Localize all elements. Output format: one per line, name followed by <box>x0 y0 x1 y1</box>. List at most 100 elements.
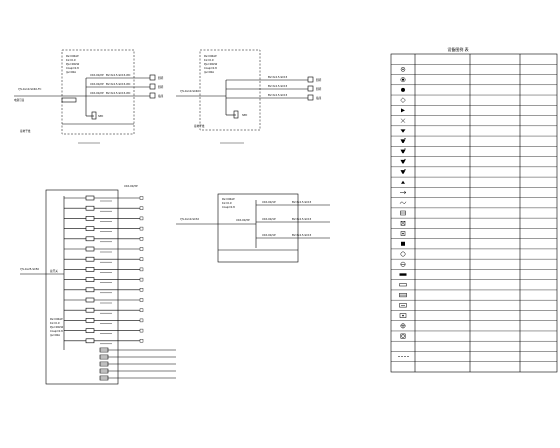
arrow-icon <box>400 190 407 195</box>
svg-text:XXX-00/1P: XXX-00/1P <box>262 233 276 237</box>
legend-row <box>391 94 557 103</box>
sq-cross-icon <box>400 221 406 226</box>
svg-text:SPD: SPD <box>242 113 247 117</box>
lamp-v3-icon <box>400 158 406 164</box>
circuit-row <box>64 226 144 232</box>
legend-row <box>391 84 557 92</box>
legend-row <box>391 279 557 287</box>
legend-row <box>391 310 557 318</box>
circuit-row <box>64 195 144 202</box>
circle-filled-icon <box>401 87 405 92</box>
svg-text:XXX-00/1P: XXX-00/1P <box>262 217 276 221</box>
legend-row <box>391 289 557 298</box>
svg-text:XXX-00/2P: XXX-00/2P <box>90 73 104 77</box>
svg-text:XXX-00/3P: XXX-00/3P <box>236 218 250 222</box>
svg-text:BV-3x2.5-SC15: BV-3x2.5-SC15 <box>292 233 312 237</box>
diamond-icon <box>400 97 406 103</box>
svg-text:BV-3x2.5-SC15: BV-3x2.5-SC15 <box>268 75 288 79</box>
tri-label-icon <box>401 180 405 184</box>
svg-text:Ijs=00A: Ijs=00A <box>50 333 61 337</box>
circuit-row <box>64 338 144 344</box>
svg-text:Kx=0.9: Kx=0.9 <box>50 321 60 325</box>
svg-text:XXX-00/2P: XXX-00/2P <box>90 82 104 86</box>
sq-x-icon <box>401 241 405 246</box>
circuit-row <box>64 318 144 324</box>
svg-text:照明: 照明 <box>158 85 164 89</box>
svg-text:BV-3x2.5-SC15: BV-3x2.5-SC15 <box>268 93 288 97</box>
legend-row <box>391 228 557 236</box>
circle-dot-icon <box>400 67 406 72</box>
svg-text:Pe=00kW: Pe=00kW <box>50 317 63 321</box>
hex-dot-icon <box>400 77 406 83</box>
kwh-icon <box>400 210 406 216</box>
circuit-row <box>64 205 144 212</box>
distribution-box-3: YJV-4x25-SC50 总开关 XXX-00/3P Pe=00kW Kx=0… <box>20 184 176 385</box>
lamp-v-icon <box>400 138 406 143</box>
circle-half-icon <box>400 261 406 267</box>
svg-text:照明: 照明 <box>158 76 164 80</box>
bar-outline-icon <box>399 283 407 287</box>
svg-text:Pe=00kW: Pe=00kW <box>66 54 79 58</box>
svg-text:Kx=0.9: Kx=0.9 <box>222 201 232 205</box>
circle-square-icon <box>400 333 406 339</box>
distribution-box-1: Pe=00kW Kx=0.9 Pjs=00kW Cosφ=0.8 Ijs=00A… <box>14 49 164 144</box>
circuit-row <box>64 307 144 314</box>
distribution-box-2: Pe=00kW Kx=0.9 Pjs=00kW Cosφ=0.8 Ijs=00A… <box>176 49 322 144</box>
legend-row <box>391 146 557 154</box>
legend-row <box>391 135 557 143</box>
circuit-row <box>99 347 176 353</box>
svg-text:YJV-4x10-SC40-FC: YJV-4x10-SC40-FC <box>18 87 42 91</box>
legend-title: 设备图例 表 <box>447 46 468 52</box>
svg-text:YJV-4x25-SC50: YJV-4x25-SC50 <box>20 267 39 271</box>
legend-row <box>391 187 557 195</box>
svg-text:BV-3x2.5-SC15: BV-3x2.5-SC15 <box>292 217 312 221</box>
legend-row <box>391 64 557 72</box>
legend-row <box>391 105 557 113</box>
svg-text:Pe=00kW: Pe=00kW <box>204 54 217 58</box>
svg-text:BV-3x2.5-SC15-WC: BV-3x2.5-SC15-WC <box>106 73 131 77</box>
triangle-icon <box>401 108 405 113</box>
legend-row <box>391 320 557 329</box>
svg-text:Pjs=00kW: Pjs=00kW <box>204 62 218 66</box>
bell-icon <box>400 129 406 133</box>
svg-text:Pe=00kW: Pe=00kW <box>222 197 235 201</box>
legend-row <box>391 217 557 226</box>
svg-text:Cosφ=0.8: Cosφ=0.8 <box>204 66 217 70</box>
legend-row <box>391 351 557 357</box>
legend-row <box>391 269 557 276</box>
legend-table: 设备图例 表 <box>390 46 558 373</box>
cross-x-icon <box>400 118 406 123</box>
svg-text:接地干线: 接地干线 <box>194 124 205 128</box>
svg-text:XXX-00/3P: XXX-00/3P <box>124 184 138 188</box>
circuit-row <box>64 216 144 222</box>
svg-text:电源引自: 电源引自 <box>14 98 25 102</box>
svg-text:Kx=0.9: Kx=0.9 <box>204 58 214 62</box>
svg-text:Ijs=00A: Ijs=00A <box>66 70 77 74</box>
circuit-row <box>64 287 144 293</box>
legend-row <box>391 248 557 257</box>
circuit-row <box>64 267 144 273</box>
circuit-row <box>99 368 176 374</box>
legend-row <box>391 115 557 123</box>
legend-row <box>391 330 557 339</box>
svg-text:Ijs=00A: Ijs=00A <box>204 70 215 74</box>
legend-row <box>391 299 557 308</box>
sq-dot-icon <box>400 231 406 236</box>
svg-text:Pjs=00kW: Pjs=00kW <box>66 62 80 66</box>
svg-text:插座: 插座 <box>158 94 164 98</box>
svg-text:Cosφ=0.8: Cosφ=0.8 <box>50 329 63 333</box>
circle-cross-icon <box>400 323 406 329</box>
legend-row <box>391 156 557 164</box>
svg-text:XXX-00/2P: XXX-00/2P <box>90 91 104 95</box>
svg-text:插座: 插座 <box>316 96 322 100</box>
svg-text:YJV-4x10-SC32: YJV-4x10-SC32 <box>180 217 199 221</box>
dbl-bar-icon <box>399 293 407 298</box>
circuit-row <box>99 375 176 381</box>
svg-text:BV-3x2.5-SC15-WC: BV-3x2.5-SC15-WC <box>106 82 131 86</box>
svg-text:照明: 照明 <box>316 87 322 91</box>
svg-text:XXX-00/1P: XXX-00/1P <box>262 200 276 204</box>
lamp-v4-icon <box>400 169 406 174</box>
wave-icon <box>399 201 407 204</box>
circuit-row <box>64 236 144 243</box>
